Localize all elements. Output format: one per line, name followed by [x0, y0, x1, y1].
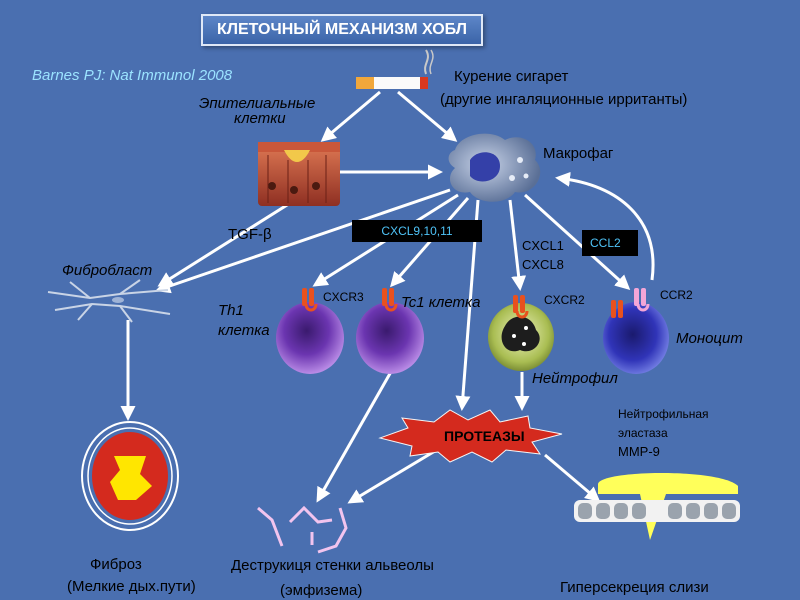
fibroblast-label: Фибробласт — [62, 262, 153, 279]
arrow-smoke-to-macrophage — [397, 90, 458, 142]
cxcl8-label: CXCL8 — [522, 257, 564, 272]
tgf-beta-label: TGF-β — [228, 226, 272, 243]
th1-cell-icon — [276, 302, 344, 374]
citation: Barnes PJ: Nat Immunol 2008 — [32, 67, 233, 84]
smoking-label: Курение сигарет — [454, 68, 569, 85]
cxcr3-label: CXCR3 — [323, 290, 364, 304]
macrophage-icon — [448, 133, 541, 202]
alveolar-destruction-icon — [257, 505, 348, 554]
arrow-macrophage-to-fibroblast — [155, 188, 451, 294]
fibrosis-icon — [81, 421, 179, 531]
protease-burst-icon — [378, 409, 563, 463]
macrophage-label: Макрофаг — [543, 145, 614, 162]
arrow-macrophage-to-neutrophil — [508, 199, 527, 291]
mmp9-label: MMP-9 — [618, 444, 660, 459]
arrow-proteases-to-alveolus — [347, 446, 441, 504]
cxcr2-label: CXCR2 — [544, 293, 585, 307]
arrow-smoke-to-epithelial — [320, 90, 381, 142]
elastase-label-2: эластаза — [618, 426, 668, 440]
ccr2-receptor-icon — [611, 288, 650, 318]
tc1-cell-icon — [356, 302, 424, 374]
arrow-proteases-to-mucus — [544, 453, 601, 502]
cxcr2-receptor-icon — [513, 295, 529, 319]
th1-label: Th1 — [218, 302, 244, 319]
hypersecretion-label: Гиперсекреция слизи — [560, 579, 709, 596]
epithelial-label: Эпителиальные — [199, 95, 316, 112]
arrow-monocyte-to-macrophage — [555, 171, 655, 281]
arrow-macrophage-to-monocyte — [523, 193, 631, 291]
proteases-label: ПРОТЕАЗЫ — [444, 428, 525, 444]
epithelial-cells-icon — [258, 142, 340, 206]
fibrosis-label: Фиброз — [90, 556, 142, 573]
neutrophil-label: Нейтрофил — [532, 370, 618, 387]
ccl2-label-box: CCL2 — [582, 230, 638, 256]
destruction-label: Деструкиця стенки альвеолы — [231, 557, 434, 574]
page-title: КЛЕТОЧНЫЙ МЕХАНИЗМ ХОБЛ — [201, 14, 483, 46]
fibrosis-sublabel: (Мелкие дых.пути) — [67, 578, 196, 595]
th1-label-2: клетка — [218, 322, 270, 339]
ccr2-label: CCR2 — [660, 288, 693, 302]
cxcl1-label: CXCL1 — [522, 238, 564, 253]
destruction-sublabel: (эмфизема) — [280, 582, 363, 599]
smoking-sublabel: (другие ингаляционные ирританты) — [440, 91, 688, 108]
mucus-hypersecretion-icon — [574, 473, 740, 540]
fibroblast-icon — [47, 279, 171, 323]
elastase-label: Нейтрофильная — [618, 407, 709, 421]
tc1-cell-label: Tc1 клетка — [401, 294, 481, 311]
cxcr3-receptor-icon — [302, 288, 398, 312]
cigarette-icon — [356, 49, 434, 89]
arrow-tc1-to-alveolus — [316, 369, 394, 503]
epithelial-label-2: клетки — [234, 110, 286, 127]
arrow-epithelial-to-fibroblast — [157, 198, 296, 287]
monocyte-icon — [603, 302, 669, 374]
neutrophil-icon — [488, 303, 554, 371]
cxcl9-label-box: CXCL9,10,11 — [352, 220, 482, 242]
monocyte-label: Моноцит — [676, 330, 743, 347]
